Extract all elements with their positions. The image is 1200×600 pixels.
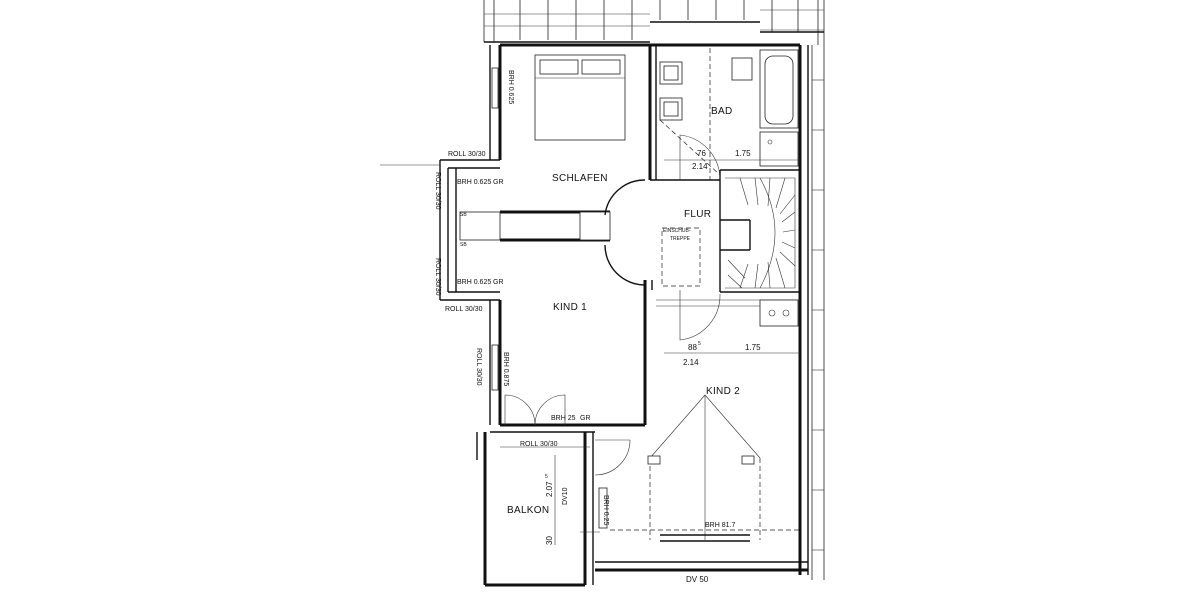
outer-walls [380, 43, 809, 575]
note-roll-3030-bottom: ROLL 30/30 [445, 306, 483, 313]
note-brh-817: BRH 81.7 [705, 522, 735, 529]
balcony [476, 432, 594, 587]
roof-hatching [483, 0, 825, 45]
note-roll-3030-side-lower: ROLL 30/30 [434, 258, 441, 296]
kind2-dormers [610, 394, 800, 542]
note-brh-25: BRH 25 [551, 415, 576, 422]
note-brh-0625-upper: BRH 0.625 [457, 179, 491, 186]
note-gr-kind1: GR [580, 415, 591, 422]
dim-76: 76 [697, 149, 706, 158]
dim-88-sup: 5 [698, 341, 701, 347]
note-dv10: DV10 [562, 487, 569, 505]
dim-175-bottom: 1.75 [745, 343, 761, 352]
dim-30: 30 [545, 536, 554, 545]
note-brh-0625-top: BRH 0.625 [507, 70, 514, 104]
doors [504, 134, 721, 476]
dim-214-bottom: 2.14 [683, 358, 699, 367]
room-label-balkon: BALKON [507, 505, 549, 516]
note-einschubtreppe-1: EINSCHUB- [663, 228, 691, 234]
note-gr-lower: GR [493, 279, 504, 286]
dim-88: 88 [688, 343, 697, 352]
note-sb-2: SB [460, 242, 467, 248]
staircase [725, 177, 796, 289]
room-label-kind2: KIND 2 [706, 386, 740, 397]
note-roll-3030-balkon: ROLL 30/30 [520, 441, 558, 448]
room-label-kind1: KIND 1 [553, 302, 587, 313]
room-label-flur: FLUR [684, 209, 711, 220]
right-roof-hatching [811, 45, 825, 580]
dim-207: 2.07 [545, 481, 554, 497]
dimension-lines [554, 159, 800, 545]
dim-207-sup: 5 [545, 474, 548, 480]
note-dv50: DV 50 [686, 575, 709, 584]
note-brh-0625-lower: BRH 0.625 [457, 279, 491, 286]
note-brh-0875: BRH 0.875 [502, 352, 509, 386]
room-label-bad: BAD [711, 106, 732, 117]
room-label-schlafen: SCHLAFEN [552, 173, 608, 184]
bathroom-fixtures [659, 48, 799, 180]
window-marks [491, 67, 608, 529]
dim-214-top: 2.14 [692, 162, 708, 171]
double-bed [534, 54, 626, 141]
counter [759, 299, 799, 327]
note-roll-3030-side-upper: ROLL 30/30 [434, 172, 441, 210]
note-gr-upper: GR [493, 179, 504, 186]
dim-175-top: 1.75 [735, 149, 751, 158]
note-sb-1: SB [460, 212, 467, 218]
interior-walls [459, 45, 800, 433]
note-roll-3030-top: ROLL 30/30 [448, 151, 486, 158]
note-einschubtreppe-2: TREPPE [670, 236, 691, 242]
note-roll-3030-kind1: ROLL 30/30 [475, 348, 482, 386]
note-brh-025: BRH 0.25 [602, 495, 609, 525]
